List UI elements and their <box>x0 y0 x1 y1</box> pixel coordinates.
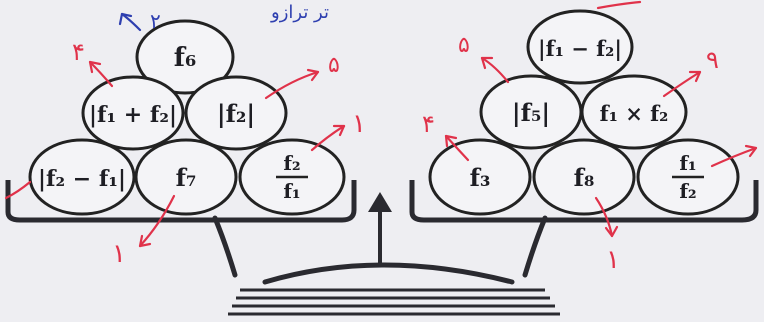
right-ball-mid-left: |f₅| <box>481 76 581 148</box>
right-ball-bottom-right: f₁ f₂ <box>638 140 738 214</box>
left-ball-mid-left: |f₁ + f₂| <box>83 77 183 149</box>
up-arrow-icon <box>368 192 392 212</box>
right-ball-bottom-mid: f₈ <box>534 140 634 214</box>
left-fraction-denominator: f₁ <box>283 179 300 203</box>
right-mid-left-mark: ۵ <box>458 33 470 58</box>
scale-base <box>228 290 560 314</box>
left-ball-mid-right-label: |f₂| <box>217 99 255 128</box>
left-ball-bottom-mid: f₇ <box>136 140 236 214</box>
right-ball-bottom-left: f₃ <box>430 140 530 214</box>
left-bottom-right-mark: ۱ <box>352 109 366 139</box>
right-ball-mid-right-label: f₁ × f₂ <box>600 101 669 126</box>
right-fraction-denominator: f₂ <box>679 179 696 203</box>
left-ball-mid-left-label: |f₁ + f₂| <box>89 102 177 128</box>
right-ball-mid-left-label: |f₅| <box>512 98 550 127</box>
left-mid-left-mark: ۴ <box>72 38 85 66</box>
left-ball-bottom-right: f₂ f₁ <box>240 140 344 214</box>
left-ball-bottom-left-label: |f₂ − f₁| <box>38 166 126 192</box>
right-ball-top: |f₁ − f₂| <box>528 11 632 83</box>
top-handwritten-note: تر ترازو <box>270 2 329 23</box>
left-ball-bottom-mid-label: f₇ <box>176 163 197 192</box>
right-ball-top-label: |f₁ − f₂| <box>538 36 622 61</box>
left-fraction-numerator: f₂ <box>283 151 300 175</box>
right-ball-mid-right: f₁ × f₂ <box>582 76 686 148</box>
left-bottom-mid-mark: ۱ <box>112 239 126 269</box>
left-mid-right-mark: ۵ <box>328 53 340 78</box>
left-ball-mid-right: |f₂| <box>186 77 286 149</box>
right-mid-right-mark: ۹ <box>706 46 719 74</box>
right-bottom-mid-mark: ۱ <box>606 245 620 275</box>
right-ball-bottom-left-label: f₃ <box>470 163 491 192</box>
left-ball-bottom-left: |f₂ − f₁| <box>30 140 134 214</box>
right-ball-bottom-mid-label: f₈ <box>574 163 595 192</box>
left-ball-top-label: f₆ <box>174 43 197 73</box>
right-fraction-numerator: f₁ <box>679 151 696 175</box>
right-bottom-left-mark: ۴ <box>422 110 435 138</box>
left-top-mark: ۲ <box>150 9 161 33</box>
